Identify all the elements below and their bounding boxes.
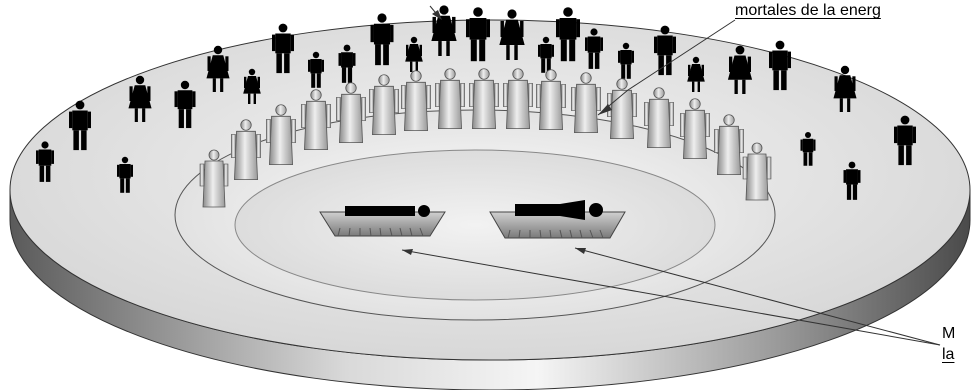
label-top-right: mortales de la energ — [735, 2, 881, 20]
lying-person-icon — [345, 206, 415, 216]
core-disc — [235, 150, 715, 300]
label-bottom-right-line1: M — [942, 325, 955, 343]
label-bottom-right-line2: la — [942, 346, 954, 364]
